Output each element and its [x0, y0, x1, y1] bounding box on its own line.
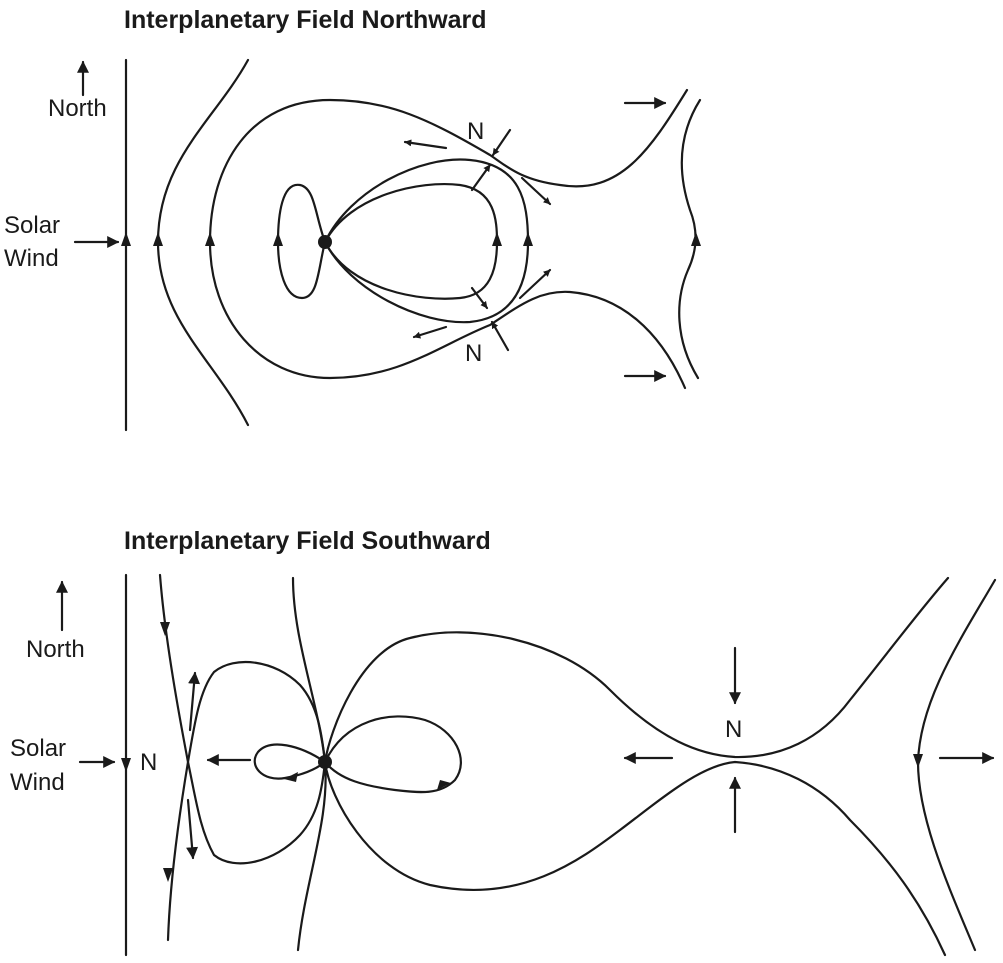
earth-dot-icon — [318, 235, 332, 249]
neutral-point-upper-label: N — [467, 118, 484, 145]
front-x-field-lines — [158, 573, 327, 942]
dayside-small-loop — [253, 743, 327, 782]
imf-line-left — [121, 58, 131, 432]
imf-line-left — [121, 573, 131, 957]
neutral-point-front-label: N — [140, 749, 157, 776]
northward-panel: Interplanetary Field Northward North Sol… — [4, 6, 702, 432]
middle-closed-field-line — [323, 158, 533, 324]
southward-panel: Interplanetary Field Southward North Sol… — [10, 527, 997, 957]
north-label: North — [48, 95, 107, 122]
solar-wind-label-line2: Wind — [10, 769, 65, 796]
flow-arrows-northward — [403, 97, 667, 382]
neutral-point-tail-label: N — [725, 716, 742, 743]
dayside-small-loop — [273, 183, 327, 300]
southward-title: Interplanetary Field Southward — [124, 527, 491, 555]
flow-arrows-southward — [186, 646, 995, 860]
solar-wind-label-line1: Solar — [10, 735, 66, 762]
tail-field-line — [678, 98, 702, 380]
solar-wind-label-line2: Wind — [4, 245, 59, 272]
nightside-small-loop — [323, 715, 462, 794]
neutral-point-lower-label: N — [465, 340, 482, 367]
earth-dot-icon — [318, 755, 332, 769]
tail-field-line — [913, 578, 997, 952]
solar-wind-label-line1: Solar — [4, 212, 60, 239]
draped-field-line — [153, 58, 250, 427]
north-label: North — [26, 636, 85, 663]
inner-closed-field-line — [323, 183, 502, 300]
northward-title: Interplanetary Field Northward — [124, 6, 487, 34]
near-earth-field-lines — [291, 576, 950, 957]
outer-magnetopause-field-line — [205, 88, 689, 390]
